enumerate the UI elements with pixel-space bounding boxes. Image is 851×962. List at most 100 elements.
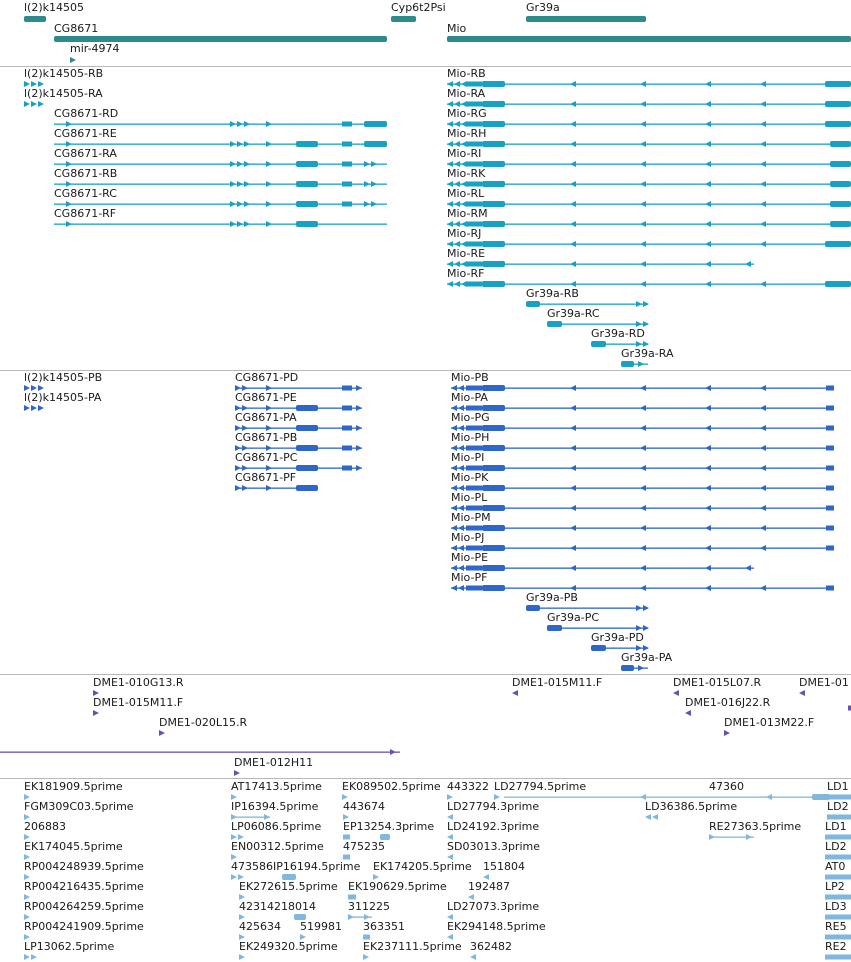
forward-arrow-icon (231, 834, 244, 840)
forward-arrow-icon (24, 385, 44, 391)
forward-arrow-icon (390, 749, 396, 755)
exon-block (342, 425, 352, 431)
feature-glyph (825, 854, 851, 860)
feature-label: DME1-01 (799, 676, 849, 689)
feature-glyph (547, 625, 649, 631)
forward-arrow-icon (264, 814, 270, 820)
feature-label: DME1-013M22.F (724, 716, 815, 729)
exon-block (466, 445, 482, 451)
feature-label: Mio-RJ (447, 227, 482, 240)
feature-label: EP13254.3prime (343, 820, 435, 833)
exon-block (482, 485, 505, 491)
reverse-arrow-icon (760, 545, 766, 551)
reverse-arrow-icon (766, 794, 772, 800)
exon-block (482, 445, 505, 451)
reverse-arrow-icon (760, 81, 766, 87)
reverse-arrow-icon (640, 545, 646, 551)
exon-block (526, 16, 646, 22)
feature-glyph (300, 934, 306, 940)
reverse-arrow-icon (570, 261, 576, 267)
reverse-arrow-icon (570, 121, 576, 127)
feature-glyph (343, 814, 349, 820)
feature-label: EK174205.5prime (373, 860, 472, 873)
feature-glyph (447, 914, 453, 920)
feature-glyph (447, 121, 851, 127)
exon-block (526, 301, 540, 307)
forward-arrow-icon (364, 161, 377, 167)
exon-block (391, 16, 416, 22)
feature-label: RP004241909.5prime (24, 920, 144, 933)
feature-label: RE2 (825, 940, 847, 953)
reverse-arrow-icon (570, 545, 576, 551)
reverse-arrow-icon (760, 425, 766, 431)
exon-block (482, 505, 505, 511)
reverse-arrow-icon (570, 221, 576, 227)
reverse-arrow-icon (705, 585, 711, 591)
forward-arrow-icon (636, 301, 649, 307)
forward-arrow-icon (235, 445, 248, 451)
feature-label: EK190629.5prime (348, 880, 447, 893)
feature-glyph (24, 101, 44, 107)
exon-block (466, 221, 482, 227)
intron-line (621, 363, 648, 365)
feature-label: 42314218014 (239, 900, 316, 913)
forward-arrow-icon (235, 385, 248, 391)
exon-block (830, 201, 851, 207)
reverse-arrow-icon (640, 425, 646, 431)
feature-label: LP13062.5prime (24, 940, 115, 953)
forward-arrow-icon (24, 794, 30, 800)
reverse-arrow-icon (705, 485, 711, 491)
forward-arrow-icon (66, 121, 72, 127)
exon-block (447, 36, 851, 42)
exon-block (466, 281, 482, 287)
feature-label: CG8671 (54, 22, 99, 35)
feature-label: Mio (447, 22, 467, 35)
forward-arrow-icon (266, 221, 272, 227)
forward-arrow-icon (230, 181, 250, 187)
exon-block (342, 121, 352, 127)
reverse-arrow-icon (451, 545, 464, 551)
feature-label: 47360 (709, 780, 744, 793)
feature-glyph (231, 854, 237, 860)
exon-block (343, 834, 350, 840)
feature-label: Gr39a-PB (526, 591, 578, 604)
exon-block (296, 221, 318, 227)
forward-arrow-icon (66, 161, 72, 167)
intron-line (447, 283, 851, 285)
exon-block (466, 201, 482, 207)
feature-label: 151804 (483, 860, 525, 873)
reverse-arrow-icon (640, 81, 646, 87)
intron-line (54, 203, 387, 205)
reverse-arrow-icon (760, 201, 766, 207)
exon-block (826, 445, 834, 451)
forward-arrow-icon (266, 385, 272, 391)
forward-arrow-icon (266, 485, 272, 491)
feature-glyph (239, 934, 245, 940)
intron-line (591, 647, 648, 649)
reverse-arrow-icon (447, 281, 467, 287)
reverse-arrow-icon (447, 141, 467, 147)
feature-glyph (373, 874, 379, 880)
forward-arrow-icon (159, 730, 165, 736)
feature-label: Mio-RH (447, 127, 487, 140)
forward-arrow-icon (636, 625, 649, 631)
exon-block (830, 181, 851, 187)
exon-block (342, 445, 352, 451)
exon-block (466, 585, 482, 591)
forward-arrow-icon (636, 321, 649, 327)
feature-label: Mio-PF (451, 571, 488, 584)
feature-glyph (54, 161, 387, 167)
reverse-arrow-icon (640, 121, 646, 127)
reverse-arrow-icon (640, 585, 646, 591)
feature-glyph (685, 710, 691, 716)
forward-arrow-icon (24, 854, 30, 860)
feature-label: Mio-PG (451, 411, 490, 424)
reverse-arrow-icon (640, 485, 646, 491)
reverse-arrow-icon (640, 794, 646, 800)
reverse-arrow-icon (760, 241, 766, 247)
reverse-arrow-icon (640, 565, 646, 571)
forward-arrow-icon (266, 465, 272, 471)
exon-block (826, 505, 834, 511)
forward-arrow-icon (348, 914, 354, 920)
reverse-arrow-icon (760, 465, 766, 471)
